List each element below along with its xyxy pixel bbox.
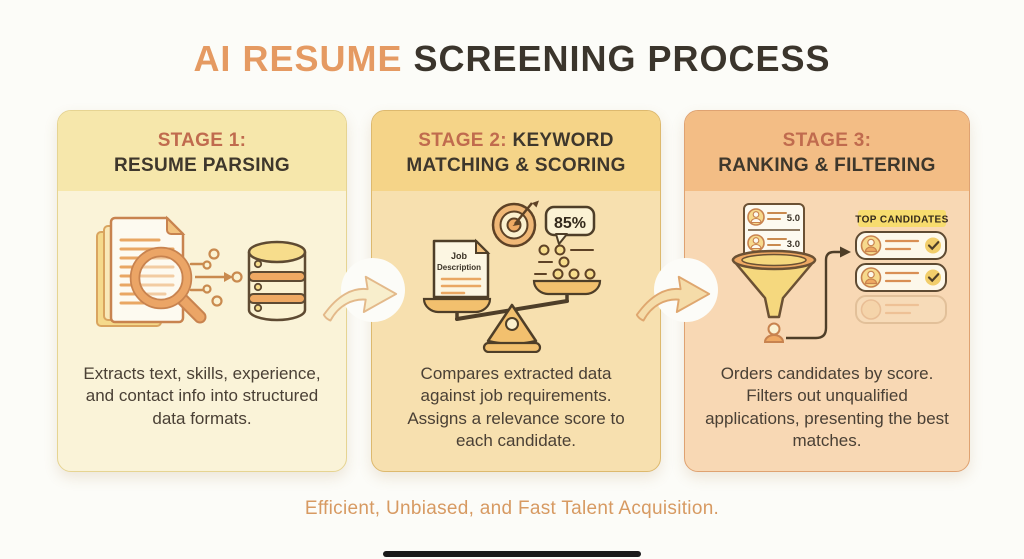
stage-3-heading: RANKING & FILTERING xyxy=(718,155,936,176)
stage-3-label: STAGE 3: xyxy=(782,129,872,151)
keyword-dots-icon xyxy=(534,244,596,280)
faded-candidate-card xyxy=(855,295,947,324)
database-icon xyxy=(247,240,307,322)
stage-1-icon-area xyxy=(58,191,346,357)
job-doc-line1: Job xyxy=(451,251,468,261)
job-description-doc: Job Description xyxy=(432,238,491,299)
resume-parsing-icon xyxy=(96,215,307,327)
flow-arrow-icon-1 xyxy=(322,275,398,322)
candidate-score-bottom: 3.0 xyxy=(787,239,800,250)
stage-1-description: Extracts text, skills, experience, and c… xyxy=(83,364,321,428)
stage-1-title: STAGE 1: RESUME PARSING xyxy=(114,128,290,179)
stage-3-header: STAGE 3: RANKING & FILTERING xyxy=(685,111,969,191)
title-accent: AI RESUME xyxy=(193,38,414,79)
check-icon xyxy=(927,273,940,283)
top-candidate-card-1 xyxy=(855,231,947,260)
top-candidates-label: TOP CANDIDATES xyxy=(855,210,948,227)
scored-candidates-card: 5.0 3.0 xyxy=(743,203,805,259)
match-score-value: 85% xyxy=(554,215,586,232)
top-candidate-card-2 xyxy=(855,263,947,292)
stage-2-title: STAGE 2: KEYWORD MATCHING & SCORING xyxy=(390,128,642,179)
stage-1-header: STAGE 1: RESUME PARSING xyxy=(58,111,346,191)
stage-card-3: STAGE 3: RANKING & FILTERING 5.0 xyxy=(684,110,970,472)
job-doc-line2: Description xyxy=(437,263,481,272)
target-icon xyxy=(491,200,539,248)
home-indicator-bar xyxy=(383,551,641,557)
filtered-person-icon xyxy=(763,322,785,343)
folded-corner-icon xyxy=(166,215,186,235)
balance-scale-icon xyxy=(422,279,602,353)
stage-2-header: STAGE 2: KEYWORD MATCHING & SCORING xyxy=(372,111,660,191)
stage-2-heading: KEYWORD MATCHING & SCORING xyxy=(406,129,626,176)
stage-card-1: STAGE 1: RESUME PARSING xyxy=(57,110,347,472)
funnel-mouth-icon xyxy=(741,253,807,267)
stage-3-icon-area: 5.0 3.0 xyxy=(685,191,969,357)
title-rest: SCREENING PROCESS xyxy=(413,38,831,79)
candidate-score-top: 5.0 xyxy=(787,213,800,224)
rank-arrow-icon xyxy=(786,246,851,340)
stage-3-description: Orders candidates by score. Filters out … xyxy=(705,364,949,451)
stage-1-label: STAGE 1: xyxy=(157,129,247,151)
top-candidates-text: TOP CANDIDATES xyxy=(855,215,948,226)
ranking-filtering-icon: 5.0 3.0 xyxy=(731,203,948,343)
data-flow-icon xyxy=(189,248,243,307)
stage-1-heading: RESUME PARSING xyxy=(114,155,290,176)
stage-2-label: STAGE 2: xyxy=(418,129,507,151)
page-title: AI RESUME SCREENING PROCESS xyxy=(0,38,1024,80)
match-score-badge: 85% xyxy=(544,205,596,245)
stage-card-2: STAGE 2: KEYWORD MATCHING & SCORING xyxy=(371,110,661,472)
magnifier-icon xyxy=(129,246,207,324)
keyword-matching-icon: 85% Job xyxy=(422,200,602,353)
stage-2-description: Compares extracted data against job requ… xyxy=(407,364,625,451)
stage-3-title: STAGE 3: RANKING & FILTERING xyxy=(718,128,936,179)
stage-2-icon-area: 85% Job xyxy=(372,191,660,357)
document-front-icon xyxy=(109,216,185,324)
flow-arrow-icon-2 xyxy=(635,275,711,322)
tagline: Efficient, Unbiased, and Fast Talent Acq… xyxy=(304,498,720,519)
check-icon xyxy=(927,241,940,251)
